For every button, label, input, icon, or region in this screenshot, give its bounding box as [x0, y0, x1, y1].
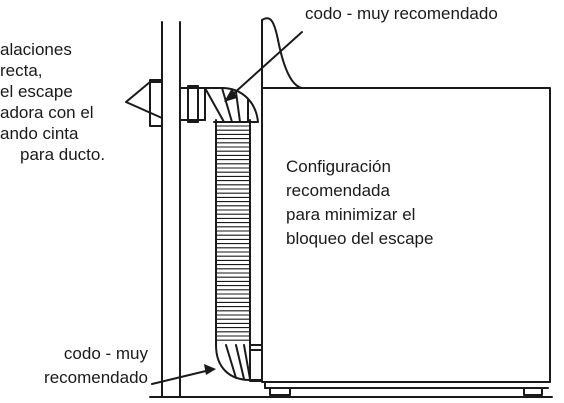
dryer-note-line: para minimizar el [286, 205, 416, 224]
left-note-line: para ducto. [20, 145, 106, 164]
bottom-elbow-callout: codo - muy recomendado [8, 342, 148, 390]
dryer-note-line: Configuración [286, 157, 391, 176]
exterior-vent-hood [125, 79, 206, 127]
dryer-note-line: recomendada [286, 181, 390, 200]
duct-ribs [216, 125, 250, 341]
wall [161, 21, 181, 397]
bottom-callout-arrowhead [204, 364, 216, 375]
dryer-body [261, 17, 551, 396]
left-note-line: adora con el [0, 103, 94, 122]
top-callout-line [231, 31, 303, 96]
bottom-callout-line-2: recomendado [44, 368, 148, 387]
dryer-configuration-note: Configuración recomendada para minimizar… [286, 155, 433, 251]
left-note-line: alaciones [0, 40, 72, 59]
left-note-line: recta, [0, 61, 43, 80]
bottom-elbow [215, 344, 263, 382]
top-elbow-callout: codo - muy recomendado [305, 4, 498, 23]
bottom-callout-line [151, 369, 211, 385]
top-elbow [204, 87, 259, 123]
left-installation-note: alaciones recta, el escape adora con el … [0, 39, 124, 165]
flexible-duct [215, 119, 251, 346]
bottom-callout-line-1: codo - muy [63, 344, 148, 363]
left-note-line: el escape [0, 82, 73, 101]
top-callout-arrowhead [224, 88, 237, 102]
left-note-line: ando cinta [0, 124, 79, 143]
dryer-note-line: bloqueo del escape [286, 229, 434, 248]
